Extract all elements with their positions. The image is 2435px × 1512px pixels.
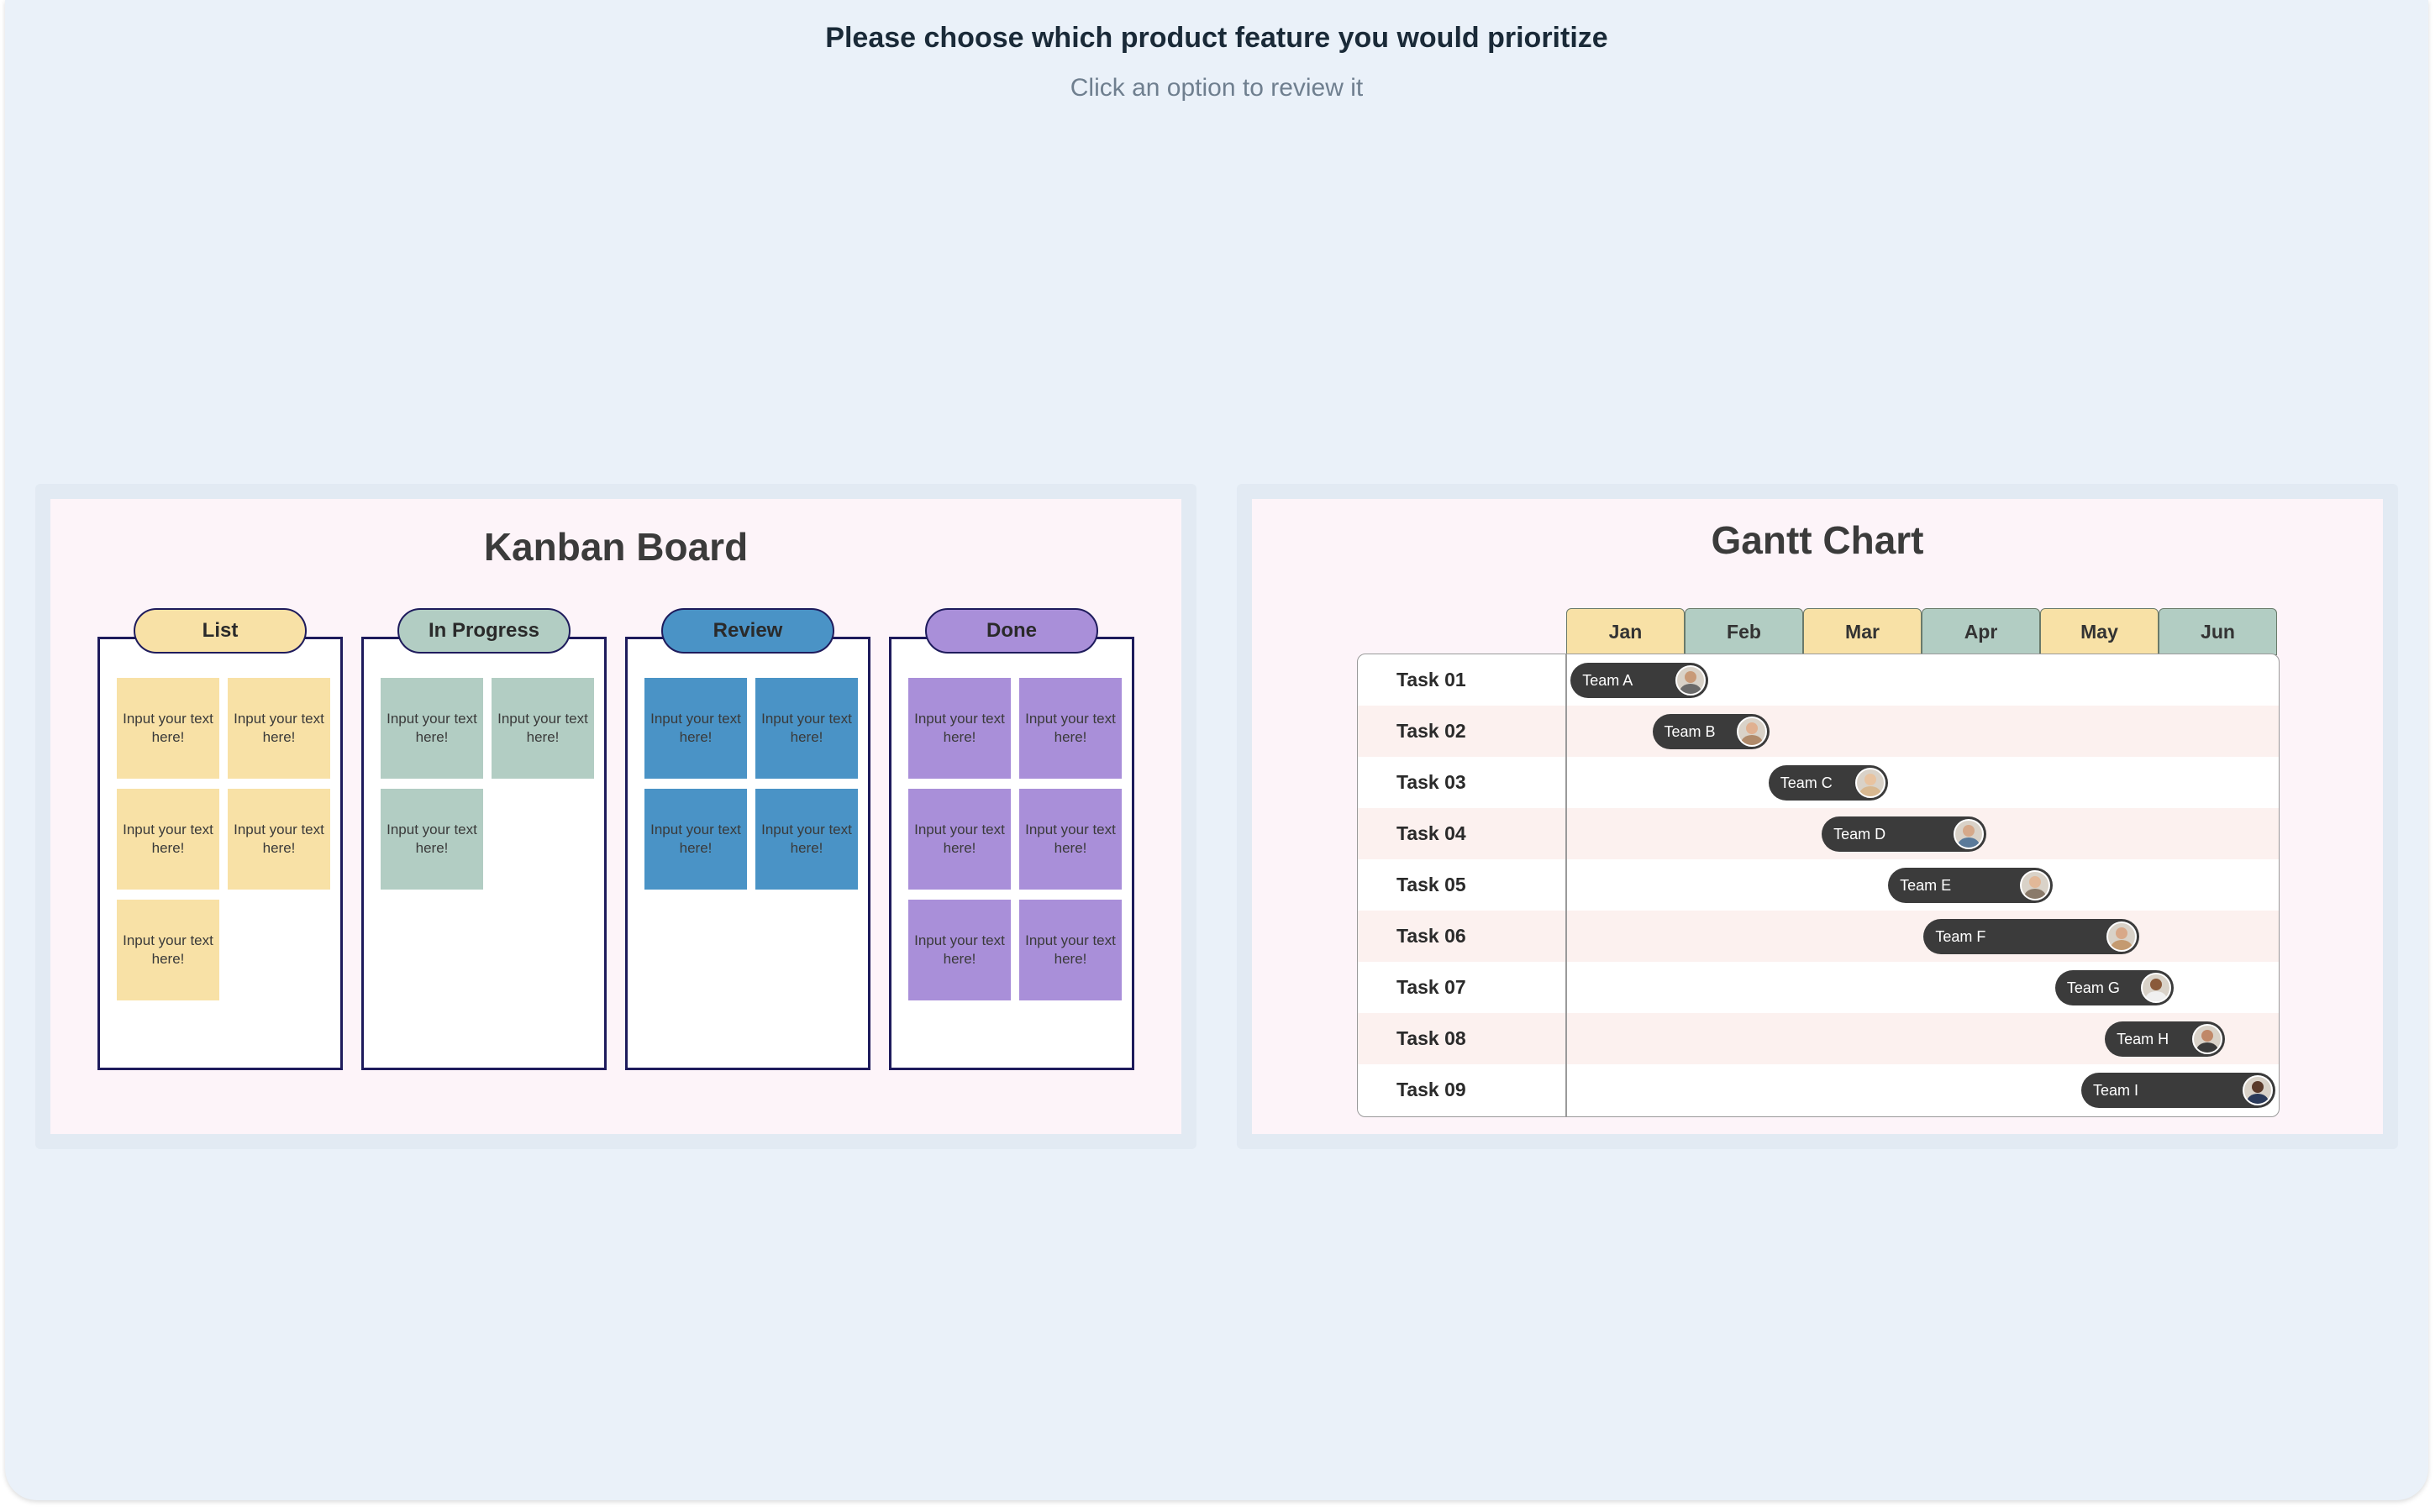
gantt-month-cell: Jun (2159, 608, 2277, 655)
kanban-card: Input your text here! (644, 678, 747, 779)
kanban-card: Input your text here! (1019, 678, 1122, 779)
kanban-card: Input your text here! (381, 678, 483, 779)
gantt-task-label: Task 06 (1396, 925, 1466, 947)
gantt-task-label: Task 01 (1396, 669, 1466, 690)
page-subtitle: Click an option to review it (1070, 74, 1364, 102)
avatar-icon (1675, 665, 1706, 696)
gantt-month-cell: Mar (1803, 608, 1922, 655)
kanban-column-header: In Progress (397, 608, 571, 654)
gantt-bar: Team I (2080, 1073, 2276, 1108)
gantt-month-cell: Jan (1566, 608, 1685, 655)
app-window: Please choose which product feature you … (5, 0, 2428, 1500)
gantt-task-row: Task 01 Team A (1358, 654, 2279, 706)
kanban-card: Input your text here! (1019, 900, 1122, 1000)
kanban-card: Input your text here! (1019, 789, 1122, 890)
option-kanban-board[interactable]: Kanban Board Input your text here!Input … (35, 484, 1196, 1149)
avatar-icon (2191, 1024, 2222, 1054)
kanban-card: Input your text here! (117, 900, 219, 1000)
kanban-column-header: Review (661, 608, 834, 654)
gantt-task-row: Task 08 Team H (1358, 1013, 2279, 1064)
gantt-bar: Team H (2105, 1021, 2225, 1057)
kanban-card: Input your text here! (117, 678, 219, 779)
avatar-icon (2140, 973, 2171, 1003)
kanban-column-header: List (134, 608, 307, 654)
gantt-bar: Team F (1923, 919, 2140, 954)
gantt-bar-label: Team C (1780, 774, 1833, 791)
gantt-bar-label: Team F (1935, 928, 1986, 945)
gantt-bar-label: Team I (2092, 1082, 2138, 1099)
avatar-icon (2243, 1075, 2274, 1105)
gantt-bar-label: Team B (1664, 723, 1716, 740)
gantt-bar: Team E (1888, 868, 2054, 903)
gantt-bar: Team C (1768, 765, 1889, 801)
kanban-column-header: Done (925, 608, 1098, 654)
avatar-icon (2106, 921, 2138, 952)
avatar-icon (2020, 870, 2051, 900)
kanban-card: Input your text here! (644, 789, 747, 890)
avatar-icon (1737, 717, 1768, 747)
kanban-card: Input your text here! (908, 678, 1011, 779)
gantt-month-cell: Apr (1922, 608, 2040, 655)
gantt-bar: Team B (1652, 714, 1770, 749)
gantt-title: Gantt Chart (1711, 518, 1924, 562)
avatar-icon (1954, 819, 1985, 849)
kanban-card: Input your text here! (908, 789, 1011, 890)
gantt-task-row: Task 06 Team F (1358, 911, 2279, 962)
kanban-card: Input your text here! (492, 678, 594, 779)
kanban-column: Input your text here!Input your text her… (361, 637, 607, 1070)
kanban-card: Input your text here! (228, 678, 330, 779)
kanban-card: Input your text here! (228, 789, 330, 890)
gantt-task-label: Task 08 (1396, 1027, 1466, 1049)
gantt-divider (1565, 654, 1567, 1116)
gantt-task-row: Task 02 Team B (1358, 706, 2279, 757)
gantt-task-label: Task 07 (1396, 976, 1466, 998)
gantt-task-label: Task 04 (1396, 822, 1466, 844)
kanban-card: Input your text here! (755, 678, 858, 779)
gantt-bar: Team A (1570, 663, 1708, 698)
kanban-card: Input your text here! (381, 789, 483, 890)
kanban-card: Input your text here! (117, 789, 219, 890)
avatar-icon (1855, 768, 1886, 798)
gantt-bar-label: Team H (2117, 1031, 2169, 1047)
gantt-month-cell: May (2040, 608, 2159, 655)
gantt-task-label: Task 05 (1396, 874, 1466, 895)
page-title: Please choose which product feature you … (825, 22, 1608, 54)
gantt-task-label: Task 09 (1396, 1079, 1466, 1100)
gantt-task-row: Task 07 Team G (1358, 962, 2279, 1013)
kanban-preview: Kanban Board Input your text here!Input … (50, 499, 1181, 1134)
kanban-card: Input your text here! (908, 900, 1011, 1000)
gantt-task-row: Task 03 Team C (1358, 757, 2279, 808)
gantt-task-label: Task 02 (1396, 720, 1466, 742)
kanban-card: Input your text here! (755, 789, 858, 890)
kanban-title: Kanban Board (483, 525, 749, 569)
gantt-task-row: Task 04 Team D (1358, 808, 2279, 859)
kanban-column: Input your text here!Input your text her… (889, 637, 1134, 1070)
gantt-month-cell: Feb (1685, 608, 1803, 655)
gantt-bar-label: Team A (1582, 672, 1633, 689)
gantt-bar: Team G (2054, 970, 2174, 1005)
gantt-bar: Team D (1822, 816, 1987, 852)
kanban-column: Input your text here!Input your text her… (97, 637, 343, 1070)
gantt-bar-label: Team D (1833, 826, 1886, 843)
gantt-bar-label: Team E (1900, 877, 1952, 894)
gantt-task-row: Task 09 Team I (1358, 1064, 2279, 1116)
gantt-task-label: Task 03 (1396, 771, 1466, 793)
gantt-bar-label: Team G (2066, 979, 2120, 996)
kanban-column: Input your text here!Input your text her… (625, 637, 870, 1070)
gantt-task-row: Task 05 Team E (1358, 859, 2279, 911)
